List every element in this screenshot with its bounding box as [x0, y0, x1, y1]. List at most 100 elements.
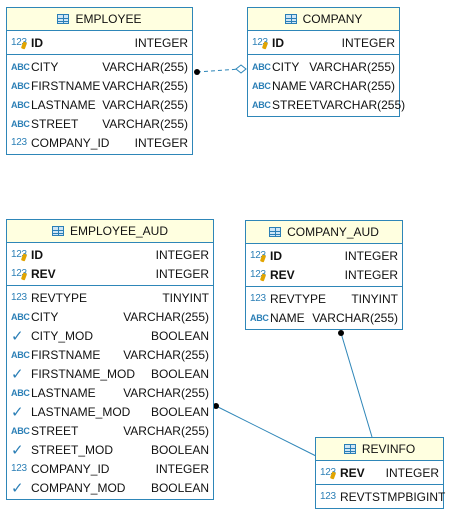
link-company-aud-revinfo — [340, 332, 373, 438]
text-type-icon: ABC — [250, 312, 269, 323]
text-type-icon: ABC — [11, 349, 30, 360]
primary-key-icon: 123 — [11, 37, 31, 48]
entity-header[interactable]: EMPLOYEE_AUD — [7, 220, 213, 243]
column-type: BOOLEAN — [150, 404, 209, 419]
column-type: VARCHAR(255) — [312, 310, 398, 325]
column-name: REV — [31, 266, 56, 281]
primary-key-icon: 123 — [11, 268, 31, 279]
entity-header[interactable]: COMPANY_AUD — [246, 221, 402, 244]
column-type: INTEGER — [134, 135, 188, 150]
text-type-icon: ABC — [11, 61, 30, 72]
table-icon — [269, 227, 282, 237]
column-name: LASTNAME — [31, 385, 96, 400]
boolean-check-icon: ✓ — [11, 327, 24, 345]
column-type: VARCHAR(255) — [123, 309, 209, 324]
column-type: VARCHAR(255) — [309, 59, 395, 74]
column-type: INTEGER — [155, 461, 209, 476]
column-type: INTEGER — [155, 266, 209, 281]
entity-header[interactable]: REVINFO — [316, 438, 443, 461]
column-type: VARCHAR(255) — [123, 385, 209, 400]
column-type: INTEGER — [344, 267, 398, 282]
column-type: BIGINT — [405, 489, 446, 504]
primary-key-icon: 123 — [320, 467, 340, 478]
entity-title: COMPANY — [302, 12, 363, 26]
column-name: CITY — [272, 59, 300, 74]
link-employee-aud-end-dot — [213, 403, 219, 409]
primary-key-icon: 123 — [252, 37, 272, 48]
entity-title: EMPLOYEE — [75, 12, 142, 26]
table-icon — [343, 444, 356, 454]
column-name: ID — [31, 35, 43, 50]
column-type: VARCHAR(255) — [102, 78, 188, 93]
numeric-type-icon: 123 — [11, 463, 27, 474]
entity-header[interactable]: EMPLOYEE — [7, 8, 192, 31]
table-icon — [284, 14, 297, 24]
column-type: VARCHAR(255) — [123, 347, 209, 362]
column-name: CITY — [31, 309, 59, 324]
column-type: INTEGER — [341, 35, 395, 50]
column-name: REVTSTMP — [340, 489, 406, 504]
column-type: VARCHAR(255) — [319, 97, 406, 112]
column-name: COMPANY_MOD — [31, 480, 126, 495]
column-name: ID — [272, 35, 284, 50]
text-type-icon: ABC — [252, 99, 271, 110]
column-type: VARCHAR(255) — [102, 97, 188, 112]
entity-title: COMPANY_AUD — [287, 225, 379, 239]
column-type: INTEGER — [385, 465, 439, 480]
column-type: INTEGER — [344, 248, 398, 263]
column-name: REVTYPE — [270, 291, 327, 306]
column-type: TINYINT — [162, 290, 209, 305]
link-employee-aud-revinfo — [215, 405, 317, 457]
link-company-end-diamond — [235, 64, 247, 74]
text-type-icon: ABC — [252, 61, 271, 72]
column-name: ID — [31, 247, 43, 262]
column-type: VARCHAR(255) — [102, 116, 188, 131]
table-icon — [51, 226, 64, 236]
link-company-aud-end-dot — [338, 330, 344, 336]
column-name: CITY_MOD — [31, 328, 94, 343]
column-name: LASTNAME — [31, 97, 96, 112]
column-type: BOOLEAN — [150, 366, 209, 381]
entity-header[interactable]: COMPANY — [248, 8, 399, 31]
